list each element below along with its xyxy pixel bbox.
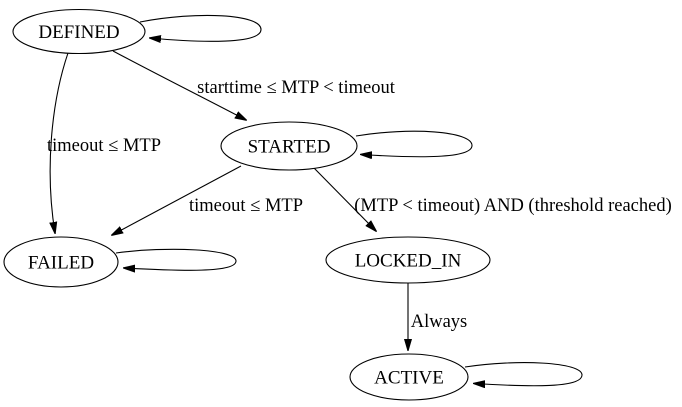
edge-defined-to-started xyxy=(112,50,246,120)
node-failed-shape xyxy=(3,236,119,288)
node-locked-in: LOCKED_IN xyxy=(325,236,491,284)
node-locked-in-label: LOCKED_IN xyxy=(355,251,462,272)
self-loop-defined xyxy=(139,14,262,41)
node-active: ACTIVE xyxy=(349,353,469,401)
edge-label-timeout-started-failed: timeout ≤ MTP xyxy=(189,196,303,216)
node-defined-shape xyxy=(12,8,146,55)
edge-label-always: Always xyxy=(411,312,468,332)
edge-label-starttime-condition: starttime ≤ MTP < timeout xyxy=(197,78,396,98)
self-loop-started xyxy=(355,130,473,157)
edge-group xyxy=(50,14,583,386)
node-active-shape xyxy=(349,353,469,401)
self-loop-active xyxy=(464,362,583,386)
edge-started-to-failed xyxy=(112,165,242,235)
node-failed: FAILED xyxy=(3,236,119,288)
self-loop-failed xyxy=(115,248,237,270)
node-defined: DEFINED xyxy=(12,8,146,55)
node-group: DEFINED STARTED FAILED LOCKED_IN ACTIVE xyxy=(3,8,491,401)
edge-label-group: starttime ≤ MTP < timeout timeout ≤ MTP … xyxy=(47,78,672,332)
node-started: STARTED xyxy=(220,121,358,171)
node-started-shape xyxy=(220,121,358,171)
node-failed-label: FAILED xyxy=(28,253,94,274)
edge-label-threshold-condition: (MTP < timeout) AND (threshold reached) xyxy=(354,196,672,216)
node-started-label: STARTED xyxy=(248,137,331,158)
edge-label-timeout-defined-failed: timeout ≤ MTP xyxy=(47,136,161,156)
node-defined-label: DEFINED xyxy=(38,22,119,43)
node-active-label: ACTIVE xyxy=(374,368,444,389)
edge-defined-to-failed xyxy=(50,52,69,233)
node-locked-in-shape xyxy=(325,236,491,284)
edge-started-to-locked-in xyxy=(313,167,376,231)
